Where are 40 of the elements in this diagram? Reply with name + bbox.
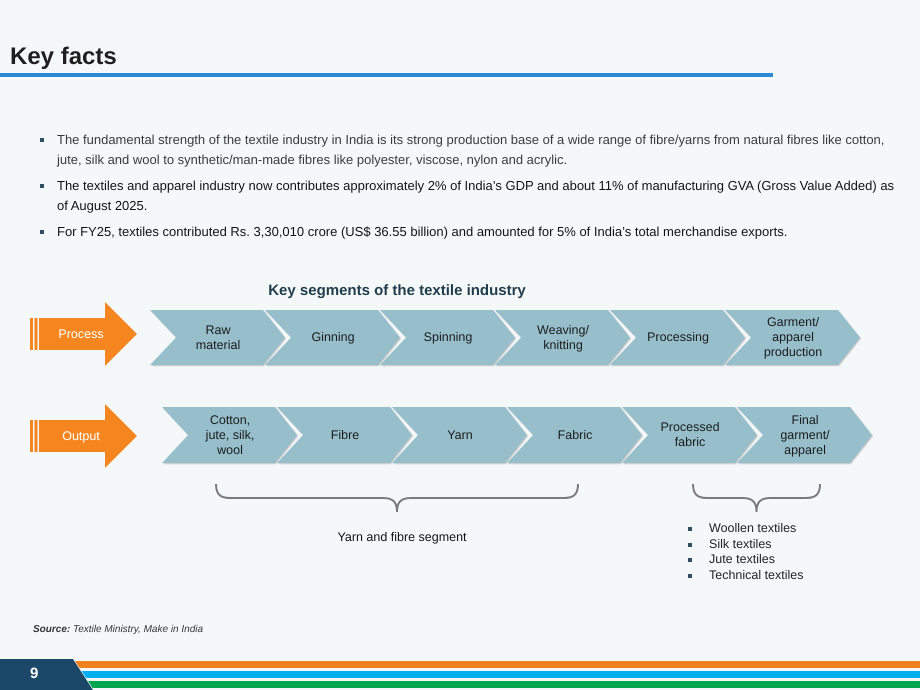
step-label: Weaving/ knitting: [536, 322, 590, 352]
chevron-step: [265, 310, 400, 365]
block-arrow: [30, 404, 137, 468]
step-label: Processed fabric: [659, 420, 721, 450]
segment-label: Yarn and fibre segment: [337, 529, 466, 546]
chevron-step: [507, 407, 642, 463]
chevron-step: [392, 407, 527, 463]
page-number: 9: [30, 665, 38, 683]
chevron-step: [380, 310, 515, 365]
bullet-text: The textiles and apparel industry now contributes approximately 2% of India’s GDP and about 11% of manufacturing GVA (Gross Value Added) as of August 2025.: [57, 177, 896, 215]
bullet-text: The fundamental strength of the textile industry in India is its strong production base of a wide range of fibre/yarns from natural fibres like cotton, jute, silk and wool to synthetic/man-made fibres like polyester, viscose, nylon and acrylic.: [57, 131, 886, 169]
page-title: Key facts: [10, 42, 117, 72]
step-label: Process: [58, 326, 104, 342]
step-label: Processing: [647, 330, 709, 345]
step-label: Yarn: [447, 428, 473, 442]
list-item: Jute textiles: [709, 552, 776, 568]
list-item: Technical textiles: [709, 568, 804, 583]
chevron-step: [622, 407, 757, 463]
step-label: Cotton, jute, silk, wool: [204, 412, 256, 458]
chevron-step: [725, 310, 860, 365]
chevron-step: [162, 407, 297, 463]
step-label: Ginning: [311, 330, 355, 345]
step-label: Garment/ apparel production: [762, 315, 824, 360]
chevron-step: [495, 310, 630, 365]
list-item: Woollen textiles: [709, 521, 796, 536]
step-label: Fibre: [330, 428, 360, 442]
step-label: Spinning: [424, 330, 472, 345]
chevron-step: [737, 407, 872, 463]
source-note: Source: Textile Ministry, Make in India: [33, 623, 204, 637]
step-label: Output: [62, 428, 100, 444]
chevron-step: [610, 310, 745, 365]
section-heading: Key segments of the textile industry: [268, 281, 526, 301]
step-label: Fabric: [558, 428, 592, 442]
bullet-text: For FY25, textiles contributed Rs. 3,30,010 crore (US$ 36.55 billion) and amounted for 5% of India’s total merchandise exports.: [57, 223, 788, 241]
step-label: Final garment/ apparel: [779, 412, 831, 458]
chevron-step: [150, 310, 285, 365]
list-item: Silk textiles: [709, 536, 772, 552]
step-label: Raw material: [194, 322, 242, 352]
chevron-step: [277, 407, 412, 463]
block-arrow: [30, 302, 137, 366]
